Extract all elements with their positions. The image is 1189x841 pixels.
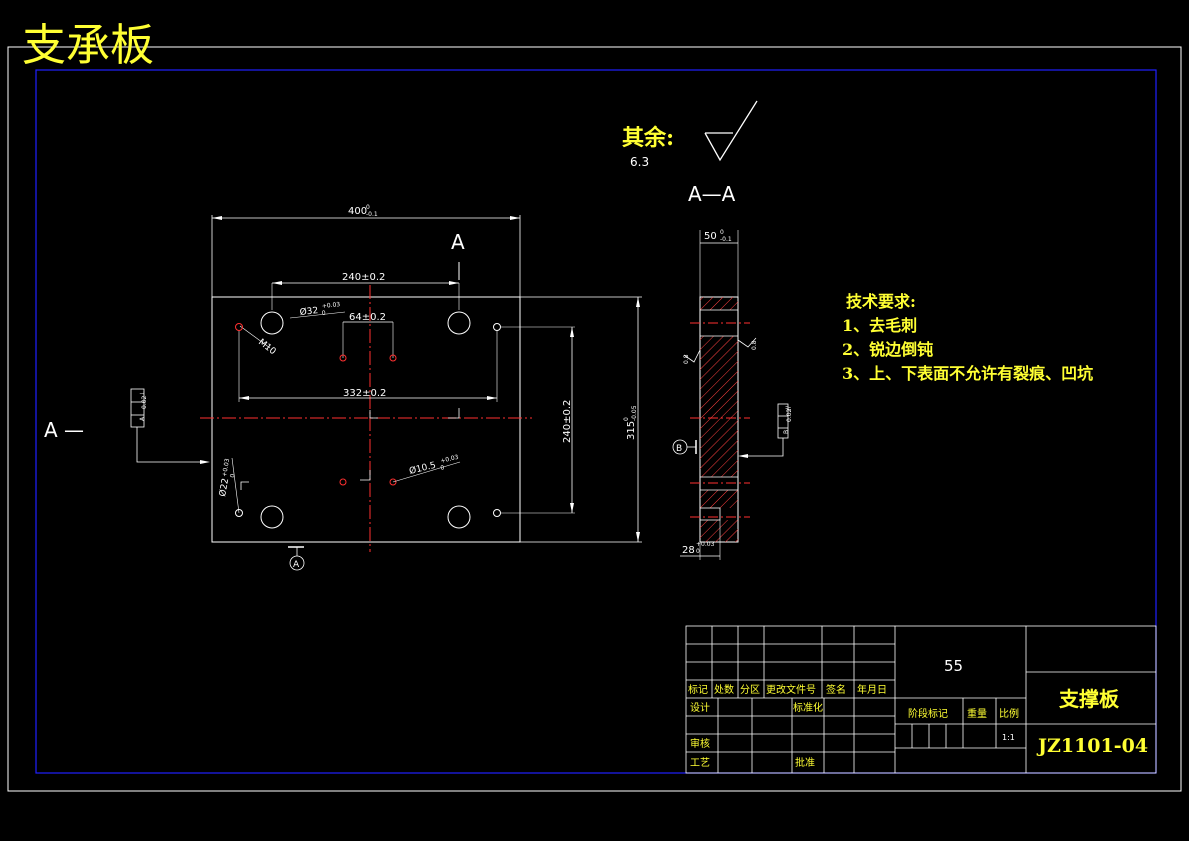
section-mark-left: A — [44,418,84,442]
dim-large-hole-tol: +0.03 [321,301,340,310]
dim-guide-hole-tol: +0.03 [221,458,231,478]
small-hole [339,478,347,486]
tolerance-value: 0.02 [786,408,793,422]
drawing-title: 支承板 [22,20,154,71]
front-view: 400 0 -0.1 A 240±0.2 64±0.2 Ø32 +0.03 0 … [44,204,642,571]
small-hole [493,509,501,517]
standardization-label: 标准化 [793,701,823,714]
large-hole [260,505,284,529]
scale-value: 1:1 [1002,733,1015,742]
tolerance-datum: A [139,416,146,421]
tech-requirements: 技术要求: 1、去毛刺 2、锐边倒钝 3、上、下表面不允许有裂痕、凹坑 [842,292,1093,383]
rev-header: 标记 [688,684,708,696]
datum-a-label: A [293,560,300,570]
dim-guide-hole-dia: Ø22 [217,477,231,497]
dim-pin-hole-tol: +0.03 [440,454,460,465]
weight-label: 重量 [967,707,987,720]
rev-header: 处数 [714,683,734,696]
datum-b-label: B [676,444,682,454]
section-view: A—A 50 0 -0.1 0.8 0.8 B [672,182,793,560]
large-hole [260,311,284,335]
tolerance-symbol: // [785,405,792,410]
dim-small-hole-spacing: 64±0.2 [349,312,386,323]
section-mark-top: A [451,230,465,254]
dim-pin-hole-tol-low: 0 [440,464,446,472]
dim-pin-hole-dia: Ø10.5 [408,460,437,477]
small-hole [389,354,397,362]
large-hole [447,311,471,335]
dim-step-tol-low: 0 [696,548,700,555]
surface-note-label: 其余: [622,125,674,151]
title-block-text: 55 支撑板 JZ1101-04 标记 处数 分区 更改文件号 签名 年月日 设… [688,657,1148,769]
parallelism-frame: // 0.02 B [738,403,793,458]
process-label: 工艺 [690,757,710,769]
scale-label: 比例 [999,707,1019,720]
datum-a-symbol: A [288,546,305,571]
rev-header: 分区 [740,684,760,696]
plate-outline [211,296,521,543]
small-hole [235,509,243,517]
roughness-right: 0.8 [751,340,758,350]
dim-width: 400 [348,206,367,217]
small-hole [235,323,243,331]
dim-large-hole-tol-low: 0 [321,310,326,317]
roughness-symbol-icon [683,349,701,363]
small-hole [389,478,397,486]
surface-note: 其余: 6.3 [622,100,758,169]
dim-height: 315 [626,421,637,440]
dim-step-tol: +0.03 [696,541,715,548]
small-hole [339,354,347,362]
dim-hole-spacing-top: 240±0.2 [342,272,385,283]
tolerance-symbol: ⊥ [139,391,146,396]
tech-heading: 技术要求: [846,292,916,311]
dim-large-hole-dia: Ø32 [299,305,319,318]
dim-thickness: 50 [704,231,717,242]
dim-height-lower-tol: -0.05 [631,405,638,421]
section-label: A—A [688,182,736,206]
dim-thickness-upper-tol: 0 [720,229,724,236]
dim-guide-hole-tol-low: 0 [229,473,237,478]
dim-step: 28 [682,545,695,556]
drawing-number: JZ1101-04 [1036,735,1148,757]
inner-frame [35,69,1157,774]
roughness-symbol-icon [704,100,758,162]
rev-header: 更改文件号 [766,683,816,696]
large-hole [447,505,471,529]
dim-thread: M10 [256,337,278,357]
check-label: 审核 [690,737,710,750]
rev-header: 年月日 [857,683,887,696]
surface-roughness-value: 6.3 [630,155,649,169]
design-label: 设计 [690,701,710,714]
small-hole [493,323,501,331]
rev-header: 签名 [826,683,846,696]
part-name: 支撑板 [1059,687,1120,711]
dim-vertical-hole-spacing: 240±0.2 [562,400,573,443]
dim-height-upper-tol: 0 [623,417,630,421]
tolerance-value: 0.02 [141,395,148,409]
dim-outer-hole-spacing: 332±0.2 [343,388,386,399]
dim-width-upper-tol: 0 [366,204,370,211]
perpendicularity-frame: ⊥ 0.02 A [130,388,210,464]
datum-b-symbol: B [672,439,697,455]
tech-item: 2、锐边倒钝 [842,340,933,359]
tech-item: 3、上、下表面不允许有裂痕、凹坑 [842,364,1093,383]
material: 55 [944,657,963,675]
tech-item: 1、去毛刺 [842,316,917,335]
roughness-left: 0.8 [683,354,690,364]
dim-width-lower-tol: -0.1 [366,211,378,218]
roughness-symbol-icon [737,337,757,348]
stage-mark-label: 阶段标记 [908,707,948,720]
outer-frame [7,46,1182,792]
approve-label: 批准 [795,756,815,769]
dim-thickness-lower-tol: -0.1 [720,236,732,243]
title-block [685,625,1157,774]
tolerance-datum: B [783,430,790,434]
